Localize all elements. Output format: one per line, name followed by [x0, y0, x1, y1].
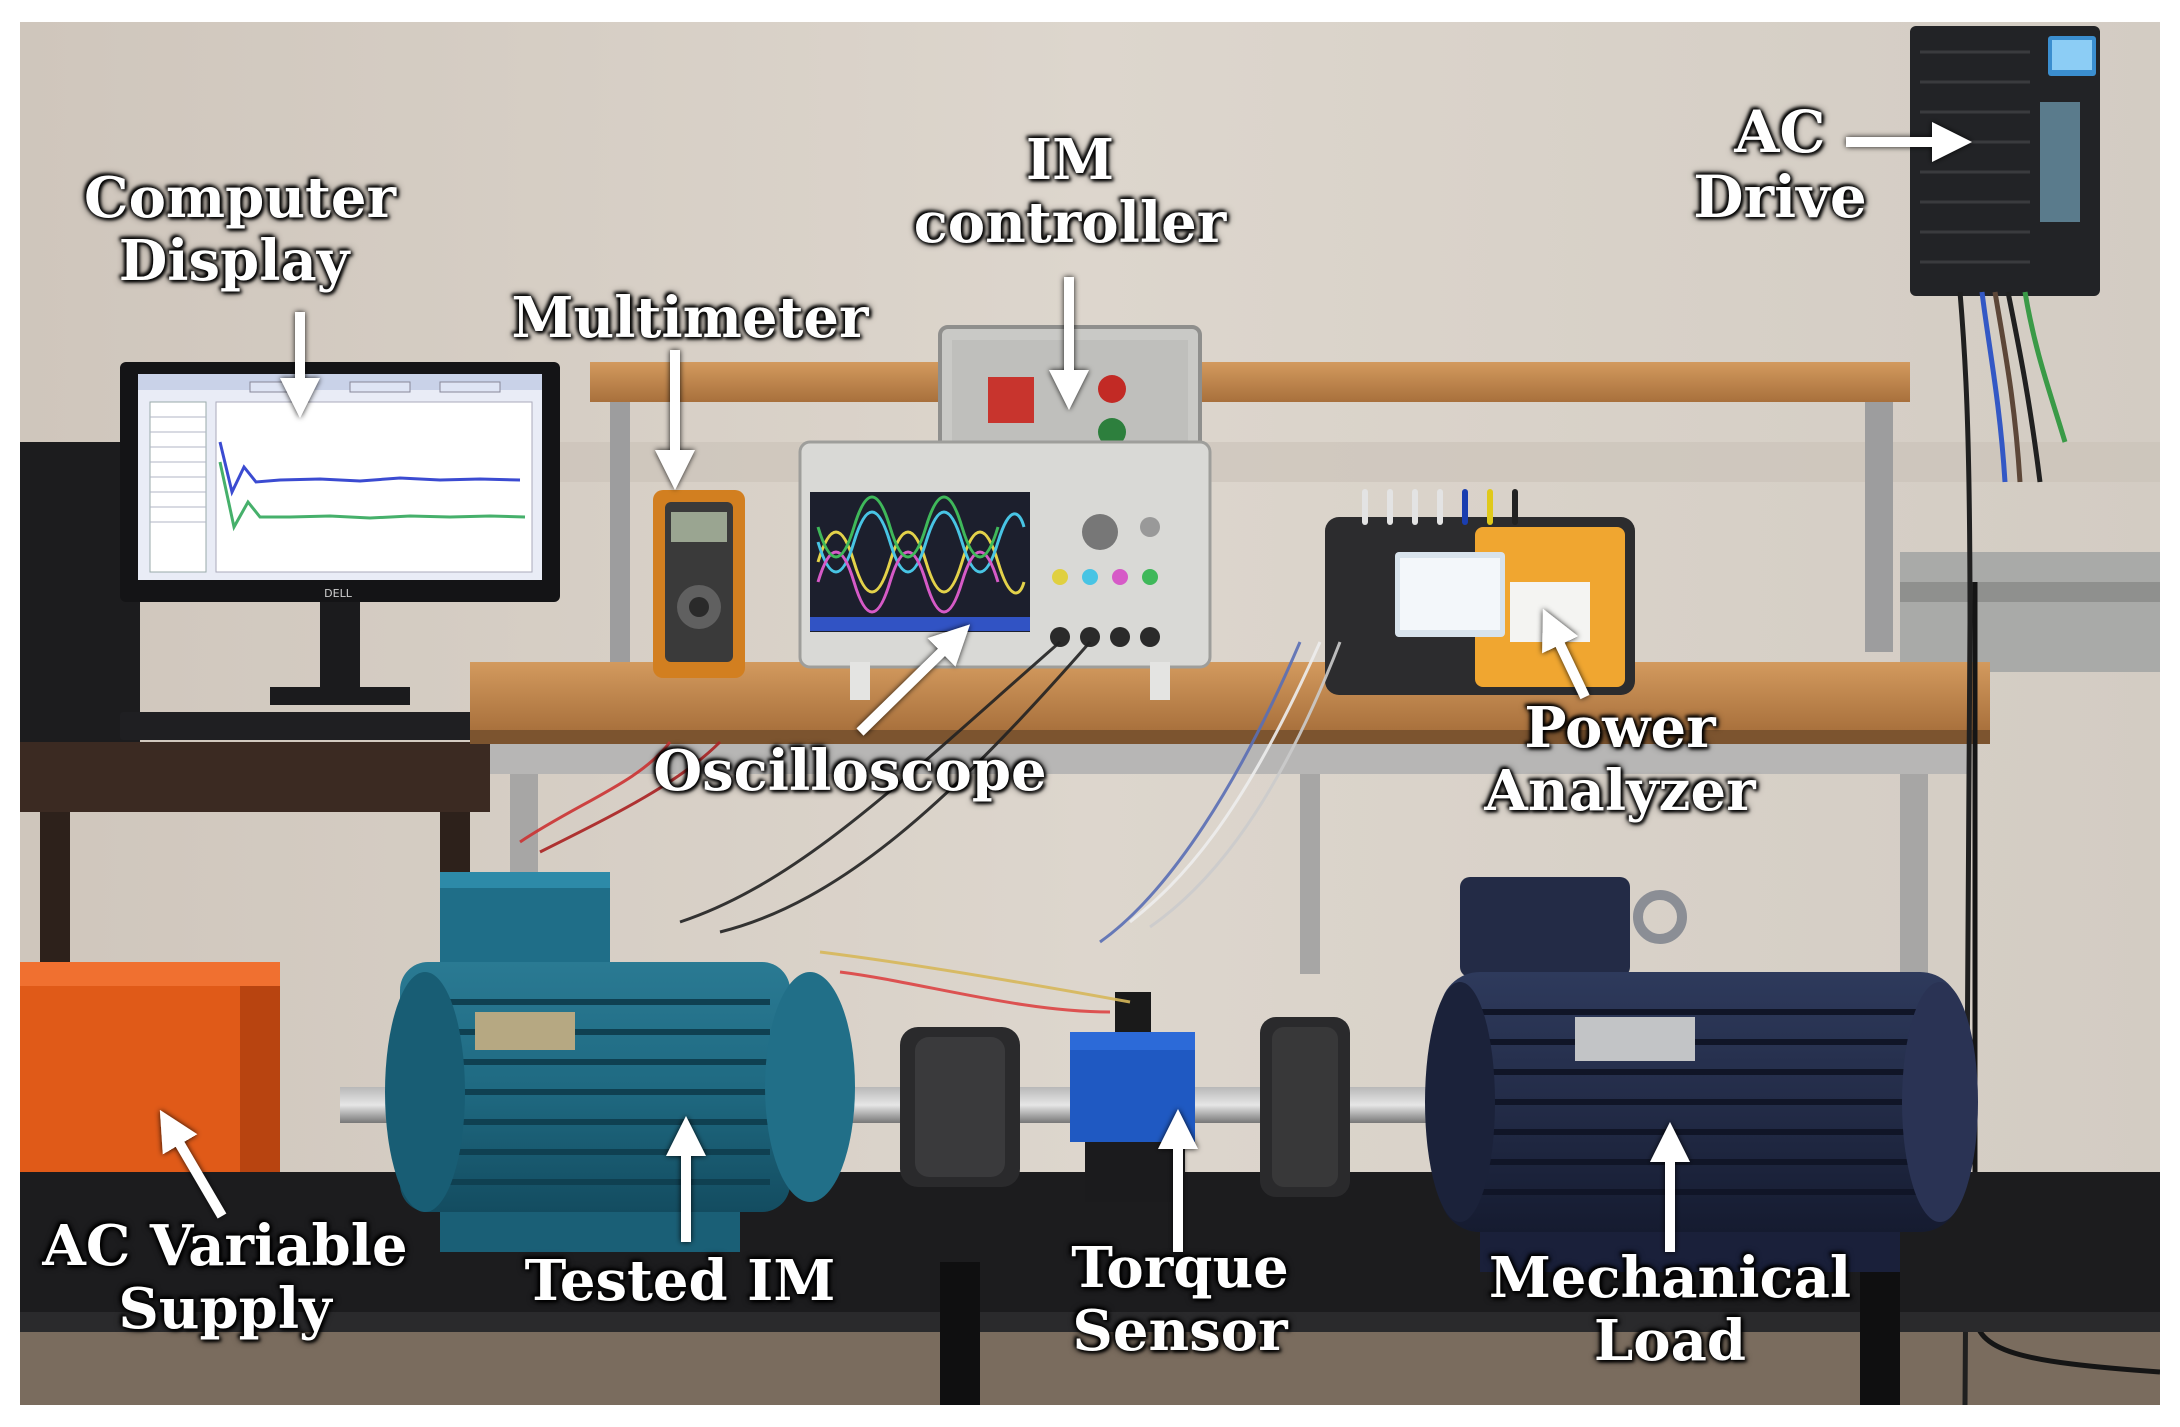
multimeter-device — [653, 490, 745, 678]
coupling-left — [900, 1027, 1020, 1187]
label-torque-sensor-line1: Torque — [1071, 1235, 1289, 1301]
label-ac-variable-supply-line1: AC Variable — [42, 1213, 408, 1279]
ac-variable-supply-device — [20, 962, 280, 1192]
oscilloscope-device — [798, 440, 1212, 700]
lab-setup-photo: DELL — [20, 22, 2160, 1405]
monitor-brand: DELL — [324, 587, 353, 600]
label-multimeter: Multimeter — [500, 287, 880, 350]
label-im-controller-line2: controller — [913, 189, 1227, 256]
label-oscilloscope-line1: Oscilloscope — [653, 738, 1047, 804]
label-power-analyzer-line2: Analyzer — [1484, 757, 1756, 824]
label-mechanical-load-line1: Mechanical — [1488, 1245, 1852, 1311]
label-mechanical-load: Mechanical Load — [1480, 1247, 1860, 1372]
label-oscilloscope: Oscilloscope — [640, 740, 1060, 803]
label-multimeter-line1: Multimeter — [511, 285, 869, 351]
power-analyzer-device — [1325, 489, 1635, 695]
photo-frame: DELL — [20, 22, 2160, 1405]
label-torque-sensor: Torque Sensor — [1040, 1237, 1320, 1362]
label-ac-variable-supply-line2: Supply — [118, 1275, 332, 1342]
label-im-controller-line1: IM — [1025, 127, 1115, 193]
label-power-analyzer: Power Analyzer — [1450, 697, 1790, 822]
label-im-controller: IM controller — [900, 129, 1240, 254]
ac-drive-device — [1910, 26, 2100, 296]
label-mechanical-load-line2: Load — [1593, 1307, 1747, 1374]
label-torque-sensor-line2: Sensor — [1072, 1297, 1288, 1364]
mechanical-load-motor — [1425, 877, 1978, 1272]
label-ac-drive-line1: AC — [1734, 98, 1826, 166]
label-tested-im-line1: Tested IM — [524, 1248, 836, 1314]
label-ac-variable-supply: AC Variable Supply — [20, 1215, 430, 1340]
label-ac-drive: AC Drive — [1660, 100, 1900, 230]
label-tested-im: Tested IM — [490, 1250, 870, 1313]
label-computer-display-line2: Display — [118, 227, 350, 294]
computer-monitor: DELL — [120, 362, 560, 705]
label-ac-drive-line2: Drive — [1693, 162, 1867, 231]
label-computer-display-line1: Computer — [84, 165, 397, 231]
label-power-analyzer-line1: Power — [1524, 695, 1716, 761]
label-computer-display: Computer Display — [84, 165, 397, 294]
torque-sensor-device — [1070, 992, 1195, 1202]
coupling-right — [1260, 1017, 1350, 1197]
